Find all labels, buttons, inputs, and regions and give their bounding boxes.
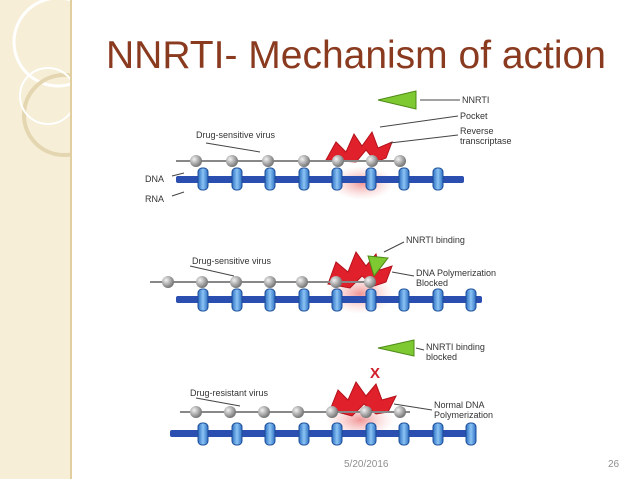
label-blocked: Blocked	[416, 278, 448, 288]
nnrti-bound-icon	[367, 255, 389, 278]
blocked-x-mark: X	[370, 365, 380, 382]
rna-nucleotides	[197, 167, 444, 191]
slide-date: 5/20/2016	[344, 459, 389, 470]
rna-nucleotides	[197, 422, 477, 446]
nnrti-triangle-icon	[377, 90, 417, 110]
panel-top: Drug-sensitive virus DNA RNA NNRTI Pocke…	[145, 90, 512, 204]
label-drug-resistant-virus: Drug-resistant virus	[190, 388, 269, 398]
rna-strand	[170, 430, 476, 437]
reverse-transcriptase-enzyme	[329, 380, 397, 417]
label-pocket: Pocket	[460, 111, 488, 121]
slide-title: NNRTI- Mechanism of action	[106, 34, 606, 77]
slide-page-number: 26	[608, 459, 620, 470]
label-drug-sensitive-virus-2: Drug-sensitive virus	[192, 256, 272, 266]
label-dna: DNA	[145, 174, 164, 184]
sidebar-divider	[70, 0, 72, 479]
label-normal-dna: Normal DNA	[434, 400, 485, 410]
panel-middle: Drug-sensitive virus NNRTI binding DNA P…	[150, 235, 496, 314]
dna-beads	[190, 406, 406, 418]
label-transcriptase: transcriptase	[460, 136, 512, 146]
reverse-transcriptase-enzyme	[325, 130, 393, 163]
panel-bottom: X Drug-resistant virus NNRTI binding blo…	[170, 339, 493, 446]
label-polymerization: Polymerization	[434, 410, 493, 420]
decorative-sidebar	[0, 0, 106, 479]
label-nnrti-binding: NNRTI binding	[406, 235, 465, 245]
label-nnrti-binding-blocked-1: NNRTI binding	[426, 342, 485, 352]
label-dna-polymerization: DNA Polymerization	[416, 268, 496, 278]
nnrti-unbound-icon	[377, 339, 415, 357]
rna-nucleotides	[197, 288, 477, 312]
label-nnrti: NNRTI	[462, 95, 489, 105]
dna-beads	[162, 276, 376, 288]
label-drug-sensitive-virus-1: Drug-sensitive virus	[196, 130, 276, 140]
dna-beads	[190, 155, 406, 167]
label-reverse: Reverse	[460, 126, 494, 136]
label-nnrti-binding-blocked-2: blocked	[426, 352, 457, 362]
rna-strand	[176, 176, 464, 183]
label-rna: RNA	[145, 194, 164, 204]
